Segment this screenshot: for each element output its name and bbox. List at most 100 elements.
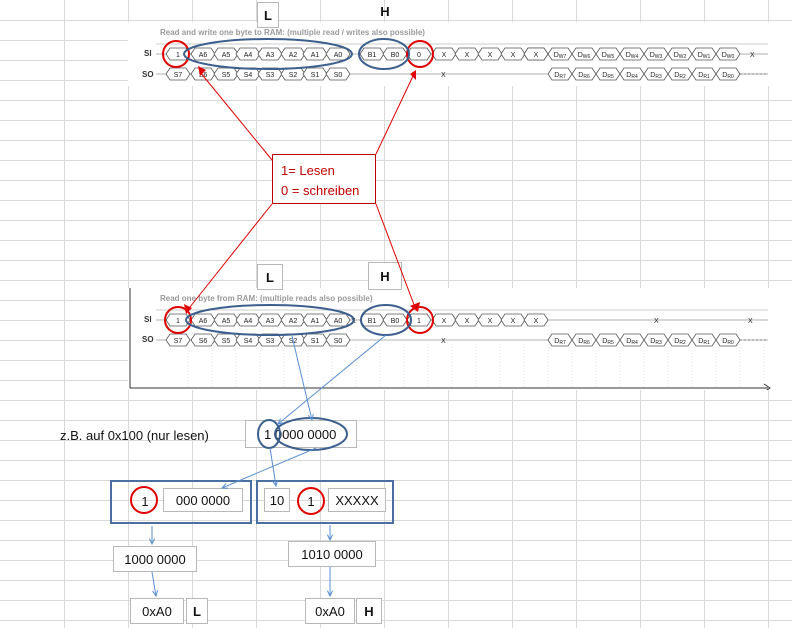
svg-text:B1: B1 — [368, 52, 377, 59]
low-bits-ellipse — [274, 417, 348, 451]
high-byte-hex: 0xA0 — [305, 598, 355, 624]
svg-text:DR5: DR5 — [602, 72, 614, 80]
svg-text:B0: B0 — [391, 318, 400, 325]
svg-text:DW6: DW6 — [578, 52, 591, 60]
diagram-caption: Read one byte from RAM: (multiple reads … — [160, 294, 373, 303]
svg-text:A2: A2 — [289, 318, 298, 325]
so-cell: DR5 — [595, 67, 621, 81]
svg-text:A5: A5 — [222, 52, 231, 59]
high-byte-tag: H — [356, 598, 382, 624]
svg-text:A6: A6 — [199, 52, 208, 59]
arrowhead — [307, 414, 314, 422]
svg-text:B1: B1 — [368, 318, 377, 325]
svg-text:A4: A4 — [244, 52, 253, 59]
svg-text:DR5: DR5 — [602, 338, 614, 346]
svg-text:1: 1 — [176, 318, 180, 325]
si-cell: A0 — [325, 313, 351, 327]
arrowhead — [326, 534, 334, 542]
so-cell: DR6 — [571, 67, 597, 81]
so-label: SO — [142, 335, 154, 344]
arrowhead — [272, 480, 279, 488]
svg-text:S5: S5 — [222, 72, 231, 79]
svg-text:DR0: DR0 — [722, 72, 734, 80]
svg-text:X: X — [534, 52, 539, 59]
svg-text:X: X — [488, 52, 493, 59]
svg-text:DW0: DW0 — [722, 52, 735, 60]
arrowhead — [326, 590, 334, 598]
svg-text:S3: S3 — [266, 72, 275, 79]
svg-text:DW4: DW4 — [626, 52, 639, 60]
si-cell: X — [750, 52, 755, 59]
svg-text:DR4: DR4 — [626, 338, 638, 346]
low-byte-rest: 000 0000 — [163, 488, 243, 512]
svg-text:DR2: DR2 — [674, 72, 686, 80]
svg-text:X: X — [488, 318, 493, 325]
so-cell: S7 — [165, 333, 191, 347]
svg-text:S0: S0 — [334, 72, 343, 79]
example-label: z.B. auf 0x100 (nur lesen) — [60, 428, 209, 443]
timing-diagram-read: Read one byte from RAM: (multiple reads … — [128, 288, 792, 390]
svg-text:DR0: DR0 — [722, 338, 734, 346]
address-high-ellipse-top — [358, 38, 410, 70]
si-cell: X — [523, 313, 549, 327]
address-low-ellipse-bottom — [185, 304, 355, 336]
svg-text:S5: S5 — [222, 338, 231, 345]
si-cell: 0 — [406, 47, 432, 61]
label-high-byte-top: H — [380, 3, 390, 19]
so-cell: S0 — [325, 333, 351, 347]
note-arrow — [375, 203, 417, 311]
note-arrow — [185, 203, 273, 313]
low-byte-binary: 1000 0000 — [113, 546, 197, 572]
svg-text:X: X — [442, 52, 447, 59]
so-label: SO — [142, 70, 154, 79]
svg-text:X: X — [534, 318, 539, 325]
svg-text:DW1: DW1 — [698, 52, 711, 60]
svg-text:A1: A1 — [311, 318, 320, 325]
svg-text:DR1: DR1 — [698, 338, 710, 346]
si-cell: X — [654, 318, 659, 325]
so-cell: DR0 — [715, 333, 741, 347]
svg-text:DR3: DR3 — [650, 72, 662, 80]
diagram-caption: Read and write one byte to RAM: (multipl… — [160, 28, 425, 37]
svg-text:DR4: DR4 — [626, 72, 638, 80]
high-byte-read-bit: 1 — [307, 493, 315, 509]
arrow-to-low-byte — [221, 447, 317, 489]
svg-text:A1: A1 — [311, 52, 320, 59]
svg-text:0: 0 — [417, 52, 421, 59]
svg-text:A5: A5 — [222, 318, 231, 325]
so-cell: S0 — [325, 67, 351, 81]
svg-text:DR6: DR6 — [578, 338, 590, 346]
arrowhead — [410, 70, 416, 80]
si-cell: A0 — [325, 47, 351, 61]
read-bit-circle — [297, 487, 325, 515]
address-low-ellipse-top — [183, 38, 353, 70]
svg-text:DR7: DR7 — [554, 338, 566, 346]
svg-text:DR2: DR2 — [674, 338, 686, 346]
high-byte-binary: 1010 0000 — [288, 541, 376, 567]
high-byte-rest: XXXXX — [328, 488, 386, 512]
arrow-to-low-bits — [291, 335, 313, 421]
svg-text:S7: S7 — [174, 338, 183, 345]
svg-text:A3: A3 — [266, 318, 275, 325]
svg-text:DW3: DW3 — [650, 52, 663, 60]
arrow-to-high-byte — [269, 447, 277, 487]
svg-text:X: X — [442, 318, 447, 325]
arrowhead — [198, 66, 206, 76]
note-line-write: 0 = schreiben — [281, 183, 360, 198]
svg-text:A6: A6 — [199, 318, 208, 325]
write-bit-circle-top — [406, 40, 434, 68]
read-bit-circle-top — [162, 40, 190, 68]
bit8-ellipse — [257, 419, 281, 449]
si-cell: DW0 — [715, 47, 741, 61]
read-bit-circle-bottom-h — [406, 306, 434, 334]
si-cell: X — [748, 318, 753, 325]
svg-text:DR1: DR1 — [698, 72, 710, 80]
svg-text:DW2: DW2 — [674, 52, 687, 60]
svg-text:S0: S0 — [334, 338, 343, 345]
address-high-ellipse-bottom — [360, 304, 412, 336]
svg-text:DW7: DW7 — [554, 52, 567, 60]
si-cell: DW5 — [595, 47, 621, 61]
svg-text:S7: S7 — [174, 72, 183, 79]
label-low-byte-bottom: L — [257, 264, 283, 290]
low-byte-group — [110, 480, 252, 524]
